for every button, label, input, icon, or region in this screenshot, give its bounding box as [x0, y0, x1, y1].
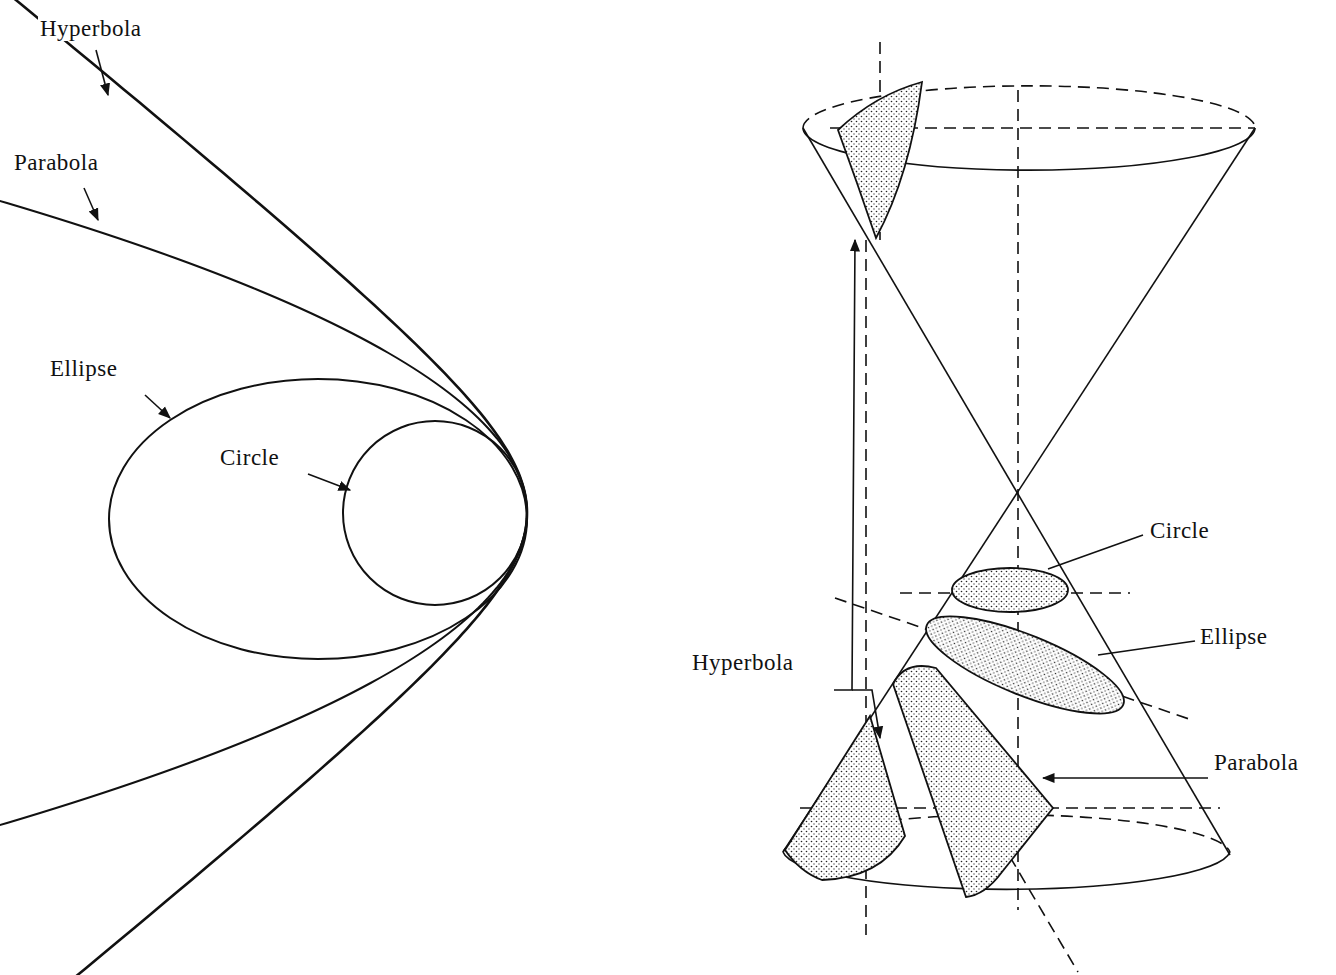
shape-label: Ellipse [1198, 624, 1269, 649]
shape-label: Circle [218, 445, 281, 470]
right-leaders [834, 240, 1208, 778]
leader-line [852, 690, 880, 738]
ellipse-curve [109, 379, 527, 659]
hyperbola-curve [0, 0, 527, 975]
leader-line [1048, 535, 1143, 569]
double-cone [783, 42, 1255, 972]
leader-line [308, 474, 350, 490]
shape-label: Circle [1148, 518, 1211, 543]
leader-line [1098, 641, 1195, 655]
shape-label: Ellipse [48, 356, 119, 381]
hyperbola-section-lower [785, 716, 905, 880]
leader-line [145, 395, 170, 418]
leader-line [84, 188, 98, 220]
circle-section [952, 568, 1068, 612]
shape-label: Parabola [1212, 750, 1300, 775]
leader-line [834, 240, 855, 690]
shape-label: Hyperbola [38, 16, 144, 41]
leader-line [1043, 777, 1208, 779]
cutting-sections [785, 82, 1135, 897]
left-conics [0, 0, 527, 975]
left-leaders [84, 50, 350, 490]
shape-label: Hyperbola [690, 650, 796, 675]
leader-line [96, 50, 108, 95]
hyperbola-section-upper [838, 82, 922, 238]
parabola-curve [0, 178, 527, 848]
parabola-section [893, 666, 1053, 897]
shape-label: Parabola [12, 150, 100, 175]
